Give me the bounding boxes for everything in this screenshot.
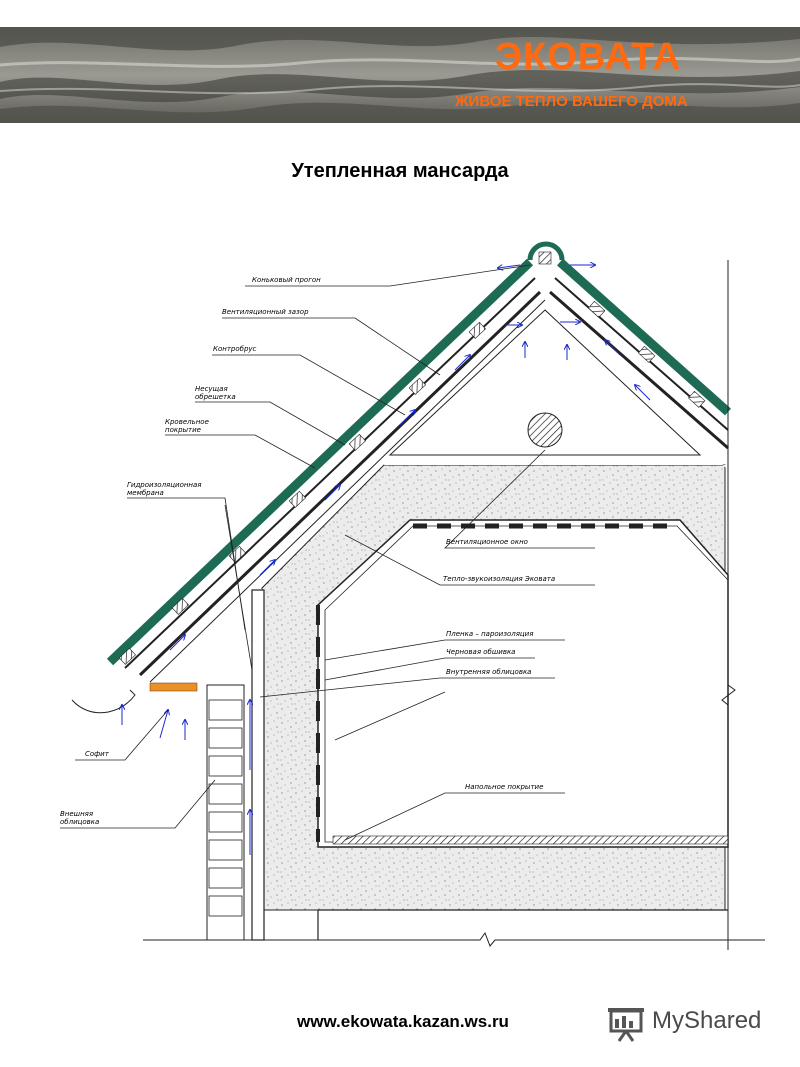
- label-outer-cladding-1: Внешняя: [60, 810, 93, 818]
- label-counter-batten: Контробрус: [213, 345, 257, 353]
- label-roof-cover-1: Кровельное: [165, 418, 209, 426]
- label-hydro-membrane-2: мембрана: [127, 489, 164, 497]
- water-background: [0, 27, 800, 123]
- logo-text: MyShared: [652, 1007, 762, 1034]
- header-banner: ЭКОВАТА ЖИВОЕ ТЕПЛО ВАШЕГО ДОМА: [0, 27, 800, 123]
- roof-right-slope: [549, 258, 731, 450]
- external-wall: [149, 589, 265, 941]
- label-floor-cover: Напольное покрытие: [465, 783, 543, 791]
- callout-lines: [60, 264, 595, 841]
- brand-title: ЭКОВАТА: [495, 36, 682, 78]
- ridge-cap: [527, 241, 565, 265]
- diagram-labels: Коньковый прогон Вентиляционный зазор Ко…: [60, 276, 555, 826]
- label-load-lathing-1: Несущая: [195, 385, 228, 393]
- label-vapor-film: Пленка – пароизоляция: [446, 630, 533, 638]
- brand-slogan: ЖИВОЕ ТЕПЛО ВАШЕГО ДОМА: [455, 93, 688, 110]
- floor-layer: [332, 835, 729, 845]
- roof-left-slope: [71, 258, 546, 714]
- label-inner-cladding: Внутренняя облицовка: [446, 668, 531, 676]
- label-soffit: Софит: [85, 750, 110, 758]
- attic-section-diagram: Коньковый прогон Вентиляционный зазор Ко…: [60, 241, 765, 950]
- soffit-board: [149, 682, 198, 692]
- myshared-logo[interactable]: MyShared: [607, 1003, 767, 1043]
- label-vent-gap: Вентиляционный зазор: [222, 308, 309, 316]
- gutter: [71, 689, 136, 714]
- label-hydro-membrane-1: Гидроизоляционная: [127, 481, 202, 489]
- break-lines: [143, 260, 765, 950]
- cold-attic: [388, 309, 702, 456]
- label-vent-window: Вентиляционное окно: [446, 538, 528, 546]
- page-title: Утепленная мансарда: [291, 160, 509, 182]
- label-rough-cladding: Черновая обшивка: [446, 648, 515, 656]
- attic-room: [316, 519, 729, 848]
- presentation-board-icon: [608, 1008, 644, 1042]
- label-load-lathing-2: обрешетка: [195, 393, 236, 401]
- airflow-arrows: [122, 265, 651, 855]
- label-roof-cover-2: покрытие: [165, 426, 201, 434]
- label-ridge: Коньковый прогон: [252, 276, 321, 284]
- label-outer-cladding-2: облицовка: [60, 818, 99, 826]
- footer-url[interactable]: www.ekowata.kazan.ws.ru: [297, 1012, 509, 1031]
- label-insulation: Тепло-звукоизоляция Эковата: [443, 575, 555, 583]
- vent-window-symbol: [527, 412, 563, 448]
